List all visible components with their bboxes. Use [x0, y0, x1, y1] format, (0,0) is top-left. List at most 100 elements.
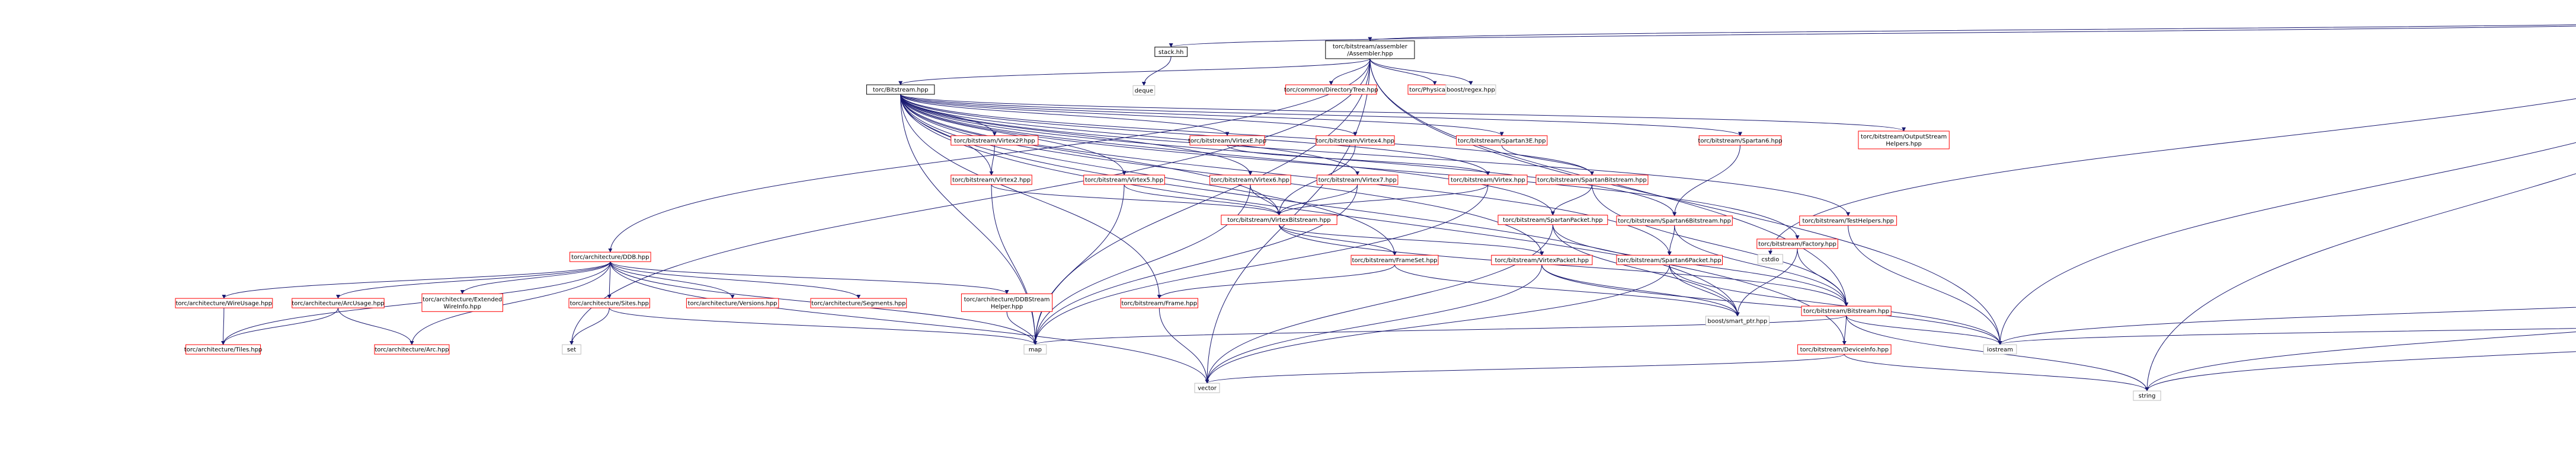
edge-root-to-iostream: [1998, 142, 2576, 345]
node-spartan3e[interactable]: torc/bitstream/Spartan3E.hpp: [1456, 135, 1548, 146]
edge-virtex2-to-map: [991, 184, 1038, 345]
edge-spartan6pkt-to-smartptr: [1669, 265, 1740, 317]
node-label: torc/bitstream/Frame.hpp: [1121, 301, 1197, 307]
node-tiles[interactable]: torc/architecture/Tiles.hpp: [184, 344, 263, 355]
node-spartan6[interactable]: torc/bitstream/Spartan6.hpp: [1698, 135, 1783, 146]
node-virtex2[interactable]: torc/bitstream/Virtex2.hpp: [951, 174, 1032, 185]
edge-virtexbs-to-bitstream_b: [1278, 224, 1849, 307]
node-devinfo[interactable]: torc/bitstream/DeviceInfo.hpp: [1797, 344, 1892, 355]
node-versions[interactable]: torc/architecture/Versions.hpp: [686, 298, 779, 308]
edge-ddb-to-sites: [607, 262, 612, 299]
node-deque: deque: [1132, 85, 1156, 95]
node-bitstream_h[interactable]: torc/Bitstream.hpp: [866, 84, 935, 95]
edge-arcusage-to-arc: [338, 308, 414, 345]
node-box: [1325, 40, 1415, 59]
node-label: torc/Physical.hpp: [1409, 87, 1460, 94]
edge-bitstream_h-to-spartan3e: [900, 94, 1504, 136]
node-label: WireInfo.hpp: [444, 304, 481, 310]
node-label: torc/architecture/Sites.hpp: [570, 301, 649, 307]
node-arc[interactable]: torc/architecture/Arc.hpp: [374, 344, 450, 355]
edge-virtexpkt-to-iostream: [1541, 265, 2002, 345]
node-wireusage[interactable]: torc/architecture/WireUsage.hpp: [175, 298, 273, 308]
node-label: Helpers.hpp: [1886, 141, 1921, 148]
node-stack[interactable]: stack.hh: [1154, 46, 1188, 57]
edge-factory-to-bitstream_b: [1797, 248, 1849, 307]
edge-ddb-to-ddbstream: [610, 261, 1009, 294]
edge-bitstream_h-to-factory: [900, 94, 1800, 240]
node-spartan6pkt[interactable]: torc/bitstream/Spartan6Packet.hpp: [1616, 254, 1723, 265]
node-testhelpers[interactable]: torc/bitstream/TestHelpers.hpp: [1799, 215, 1897, 226]
node-box: [1983, 344, 2017, 355]
node-label: torc/bitstream/Virtex2P.hpp: [954, 138, 1035, 144]
node-label: stack.hh: [1159, 49, 1183, 56]
node-box: [1616, 215, 1733, 226]
edge-devinfo-to-vector: [1205, 354, 1845, 384]
node-virtex2p[interactable]: torc/bitstream/Virtex2P.hpp: [951, 135, 1039, 146]
edge-virtexe-to-virtex: [1227, 145, 1490, 176]
node-assembler[interactable]: torc/bitstream/assembler/Assembler.hpp: [1325, 40, 1415, 59]
node-spartan6bs[interactable]: torc/bitstream/Spartan6Bitstream.hpp: [1616, 215, 1733, 226]
node-label: torc/bitstream/Virtex6.hpp: [1211, 177, 1289, 184]
node-segments[interactable]: torc/architecture/Segments.hpp: [810, 298, 907, 308]
edge-bitstream_h-to-virtexbs: [900, 94, 1281, 216]
edge-root-to-assembler: [1368, 24, 2576, 42]
node-box: [1316, 174, 1399, 185]
edge-layer: [221, 24, 2576, 391]
node-box: [1535, 174, 1649, 185]
node-label: torc/bitstream/VirtexBitstream.hpp: [1227, 217, 1330, 224]
edge-spartanpkt-to-vector: [1205, 224, 1553, 384]
edge-virtex-to-virtexbs: [1277, 184, 1489, 216]
node-virtex7[interactable]: torc/bitstream/Virtex7.hpp: [1316, 174, 1399, 185]
node-box: [1497, 215, 1608, 225]
edge-bitstream_b-to-devinfo: [1842, 316, 1847, 345]
node-box: [1445, 84, 1496, 95]
node-label: torc/bitstream/Factory.hpp: [1758, 241, 1836, 248]
node-label: torc/bitstream/VirtexE.hpp: [1188, 138, 1266, 144]
node-box: [1757, 254, 1783, 265]
node-label: torc/architecture/Segments.hpp: [811, 301, 905, 307]
node-spartanpkt[interactable]: torc/bitstream/SpartanPacket.hpp: [1497, 215, 1608, 225]
node-spartanbs[interactable]: torc/bitstream/SpartanBitstream.hpp: [1535, 174, 1649, 185]
node-frameset[interactable]: torc/bitstream/FrameSet.hpp: [1351, 254, 1439, 265]
node-virtex5[interactable]: torc/bitstream/Virtex5.hpp: [1083, 174, 1165, 185]
node-arcusage[interactable]: torc/architecture/ArcUsage.hpp: [292, 298, 385, 308]
node-bitstream_b[interactable]: torc/bitstream/Bitstream.hpp: [1801, 305, 1892, 316]
node-label: set: [567, 347, 576, 354]
node-label: string: [2139, 393, 2156, 400]
edge-ddb-to-segments: [610, 261, 861, 299]
node-virtex[interactable]: torc/bitstream/Virtex.hpp: [1448, 174, 1528, 185]
node-virtexe[interactable]: torc/bitstream/VirtexE.hpp: [1188, 135, 1266, 146]
edge-assembler-to-physical: [1369, 58, 1437, 85]
node-label: boost/smart_ptr.hpp: [1708, 319, 1768, 325]
edge-virtexbs-to-virtexpkt: [1278, 224, 1544, 256]
node-map: map: [1023, 344, 1047, 355]
node-label: torc/architecture/DDB.hpp: [571, 254, 649, 261]
node-box: [1194, 383, 1220, 393]
node-virtex4[interactable]: torc/bitstream/Virtex4.hpp: [1316, 135, 1395, 146]
edge-ddb-to-versions: [610, 262, 735, 299]
node-sites[interactable]: torc/architecture/Sites.hpp: [568, 298, 650, 308]
node-factory[interactable]: torc/bitstream/Factory.hpp: [1756, 238, 1838, 249]
node-ddb[interactable]: torc/architecture/DDB.hpp: [569, 251, 651, 262]
node-box: [1799, 215, 1897, 226]
node-box: [1154, 46, 1188, 57]
node-box: [1209, 174, 1291, 185]
edge-wireusage-to-tiles: [221, 308, 226, 345]
node-virtex6[interactable]: torc/bitstream/Virtex6.hpp: [1209, 174, 1291, 185]
node-virtexbs[interactable]: torc/bitstream/VirtexBitstream.hpp: [1221, 215, 1337, 225]
edge-assembler-to-ddb: [608, 58, 1371, 253]
edge-ddb-to-vector: [610, 262, 1209, 384]
node-label: torc/bitstream/assembler: [1333, 43, 1408, 50]
node-frame[interactable]: torc/bitstream/Frame.hpp: [1120, 298, 1198, 308]
node-dirtree[interactable]: torc/common/DirectoryTree.hpp: [1284, 84, 1378, 95]
edge-virtexpkt-to-smartptr: [1541, 265, 1740, 317]
node-label: torc/architecture/Tiles.hpp: [184, 347, 263, 354]
node-set: set: [562, 344, 581, 355]
node-virtexpkt[interactable]: torc/bitstream/VirtexPacket.hpp: [1491, 254, 1593, 265]
node-label: torc/architecture/Arc.hpp: [375, 347, 449, 354]
node-box: [185, 344, 261, 355]
